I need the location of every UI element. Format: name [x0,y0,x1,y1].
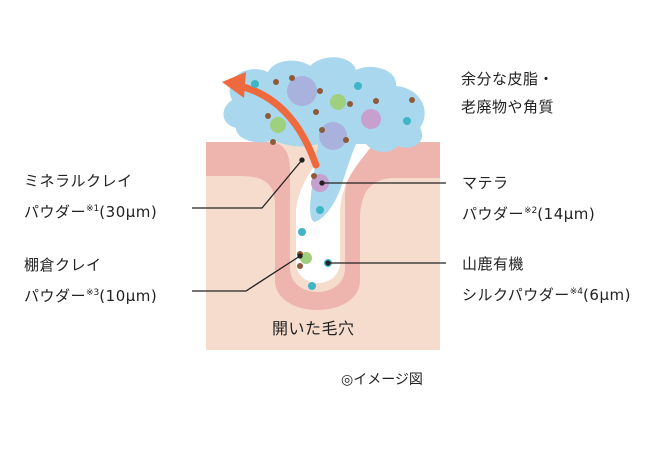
silk-particles [251,80,411,290]
open-pore-label: 開いた毛穴 [272,319,355,338]
dirt-label: 余分な皮脂・ 老廃物や角質 [461,70,555,116]
skin-upper-layer [206,142,440,310]
mineral-clay-label: ミネラルクレイ パウダー※1(30µm) [24,172,158,221]
tana-clay-particle [300,252,312,264]
matera-label: マテラ パウダー※2(14µm) [462,174,596,223]
sebum-dots [265,75,415,269]
tana-clay-particle [270,117,286,133]
removal-arrow-head [222,72,246,98]
matera-particle [361,109,381,129]
mineral-clay-particle [319,122,347,150]
mineral-clay-particle [287,76,317,106]
removal-arrow-shaft [236,82,320,169]
tana-clay-label: 棚倉クレイ パウダー※3(10µm) [24,256,158,305]
leader-lines [192,157,446,292]
pore-opening [285,142,375,283]
tana-clay-particle [330,94,346,110]
image-caption: ◎イメージ図 [341,372,423,388]
silk-label: 山鹿有機 シルクパウダー※4(6µm) [462,255,631,304]
